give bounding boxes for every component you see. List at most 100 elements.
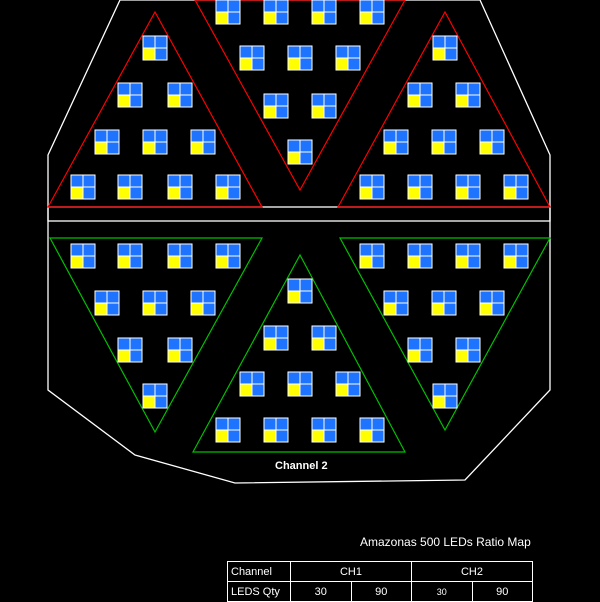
led-blue: [504, 244, 516, 256]
led-yellow: [360, 187, 372, 199]
led-blue: [360, 244, 372, 256]
led-yellow: [312, 106, 324, 118]
ch1-value-1: 30: [290, 581, 352, 602]
led-blue: [130, 350, 142, 362]
led-blue: [130, 83, 142, 95]
led-blue: [312, 0, 324, 12]
led-blue: [456, 338, 468, 350]
led-blue: [130, 175, 142, 187]
led-cluster: [455, 82, 481, 108]
led-blue: [312, 418, 324, 430]
led-blue: [180, 95, 192, 107]
led-blue: [492, 291, 504, 303]
led-blue: [155, 36, 167, 48]
led-blue: [300, 384, 312, 396]
led-cluster: [311, 417, 337, 443]
led-blue: [516, 244, 528, 256]
led-blue: [336, 46, 348, 58]
led-yellow: [216, 430, 228, 442]
led-blue: [83, 256, 95, 268]
led-blue: [360, 0, 372, 12]
led-yellow: [504, 256, 516, 268]
led-yellow: [480, 142, 492, 154]
led-blue: [155, 130, 167, 142]
led-yellow: [95, 142, 107, 154]
led-blue: [107, 303, 119, 315]
led-blue: [433, 36, 445, 48]
led-cluster: [142, 383, 168, 409]
led-blue: [118, 338, 130, 350]
led-blue: [384, 130, 396, 142]
led-blue: [216, 175, 228, 187]
led-blue: [118, 175, 130, 187]
led-cluster: [311, 0, 337, 25]
led-blue: [83, 187, 95, 199]
led-yellow: [288, 384, 300, 396]
led-blue: [300, 152, 312, 164]
led-blue: [468, 256, 480, 268]
led-blue: [384, 291, 396, 303]
led-blue: [288, 372, 300, 384]
led-yellow: [433, 48, 445, 60]
led-blue: [324, 418, 336, 430]
led-cluster: [431, 129, 457, 155]
led-blue: [336, 372, 348, 384]
led-blue: [95, 291, 107, 303]
led-cluster: [287, 45, 313, 71]
led-yellow: [408, 187, 420, 199]
led-blue: [348, 46, 360, 58]
led-blue: [433, 384, 445, 396]
led-yellow: [456, 95, 468, 107]
led-yellow: [168, 256, 180, 268]
led-cluster: [167, 82, 193, 108]
led-yellow: [216, 187, 228, 199]
led-blue: [312, 326, 324, 338]
led-cluster: [287, 278, 313, 304]
led-blue: [216, 244, 228, 256]
led-yellow: [432, 142, 444, 154]
led-blue: [468, 187, 480, 199]
table-row: LEDS Qty 30 90 30 90: [227, 581, 533, 602]
led-blue: [180, 244, 192, 256]
led-blue: [180, 187, 192, 199]
led-cluster: [311, 93, 337, 119]
led-blue: [118, 83, 130, 95]
led-blue: [228, 256, 240, 268]
led-cluster: [263, 325, 289, 351]
led-blue: [516, 256, 528, 268]
channel-2-label: Channel 2: [275, 460, 328, 472]
led-cluster: [190, 129, 216, 155]
led-cluster: [215, 243, 241, 269]
led-blue: [288, 140, 300, 152]
led-blue: [348, 384, 360, 396]
led-yellow: [384, 303, 396, 315]
led-blue: [228, 0, 240, 12]
led-cluster: [383, 129, 409, 155]
led-yellow: [118, 256, 130, 268]
led-cluster: [359, 174, 385, 200]
led-blue: [324, 326, 336, 338]
led-blue: [468, 350, 480, 362]
led-blue: [180, 350, 192, 362]
led-cluster: [117, 243, 143, 269]
led-blue: [264, 0, 276, 12]
led-cluster: [359, 243, 385, 269]
led-blue: [348, 372, 360, 384]
led-blue: [408, 338, 420, 350]
led-yellow: [143, 48, 155, 60]
led-blue: [216, 0, 228, 12]
led-cluster: [263, 0, 289, 25]
led-blue: [420, 256, 432, 268]
led-yellow: [456, 187, 468, 199]
led-blue: [168, 175, 180, 187]
led-blue: [468, 244, 480, 256]
led-blue: [445, 396, 457, 408]
led-blue: [228, 175, 240, 187]
led-cluster: [455, 243, 481, 269]
led-yellow: [191, 303, 203, 315]
led-blue: [492, 303, 504, 315]
led-blue: [372, 175, 384, 187]
led-yellow: [168, 350, 180, 362]
led-blue: [130, 187, 142, 199]
